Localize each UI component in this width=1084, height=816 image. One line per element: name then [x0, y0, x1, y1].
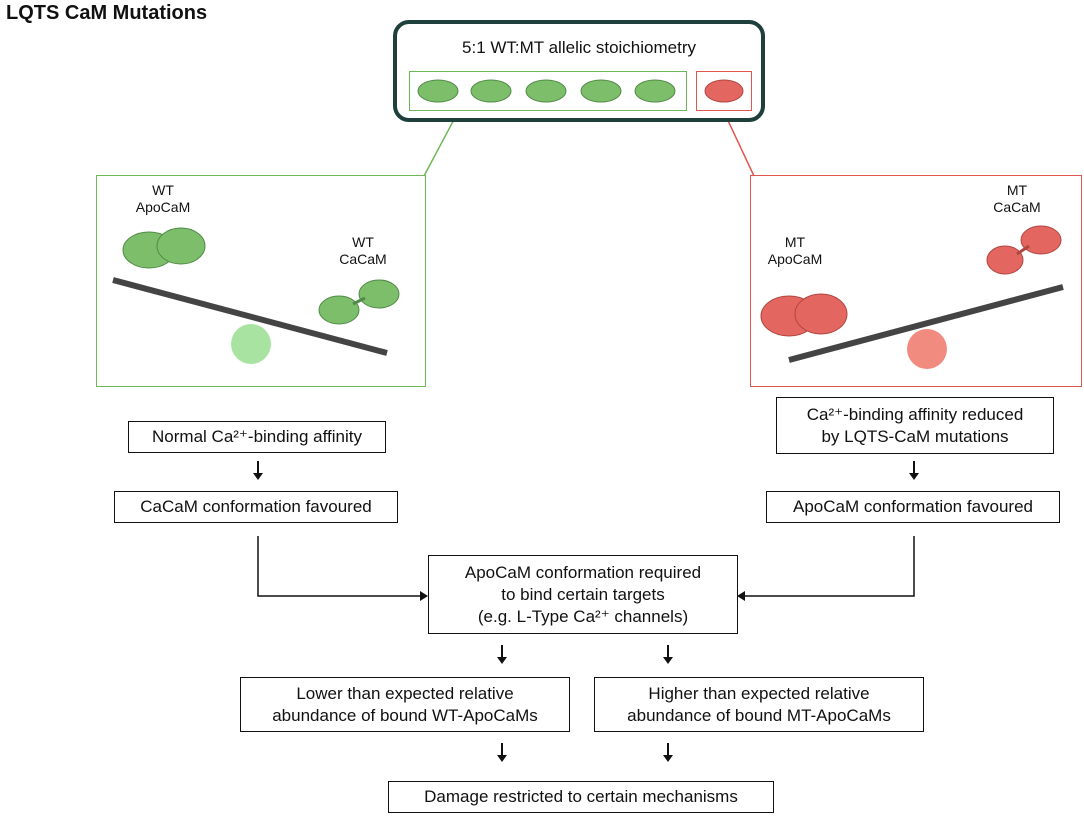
mt-allele-group: [696, 71, 752, 111]
mt-protein-icon: [704, 79, 744, 103]
wt-protein-icon: [470, 79, 512, 103]
wt-lever: [112, 277, 388, 356]
arrow-wt-affinity: [253, 461, 263, 480]
arrow-center-right: [663, 645, 673, 664]
arrow-center-left: [497, 645, 507, 664]
mt-affinity-box: Ca²⁺-binding affinity reduced by LQTS-Ca…: [776, 397, 1054, 454]
stoichiometry-box: 5:1 WT:MT allelic stoichiometry: [393, 20, 765, 122]
wt-apocam-label: WT ApoCaM: [135, 182, 191, 215]
mt-conformation-box: ApoCaM conformation favoured: [766, 491, 1060, 523]
wt-cacam-protein: [318, 279, 400, 325]
wt-cacam-label: WT CaCaM: [339, 234, 387, 267]
page-title: LQTS CaM Mutations: [6, 2, 208, 24]
wt-seesaw: [112, 227, 400, 364]
arrow-mt-affinity: [909, 461, 919, 480]
higher-abundance-box: Higher than expected relative abundance …: [594, 677, 924, 732]
arrow-higher: [663, 743, 673, 762]
wt-protein-icon: [580, 79, 622, 103]
wt-protein-icon: [417, 79, 459, 103]
wt-apocam-protein: [122, 227, 206, 269]
mt-affinity-text: Ca²⁺-binding affinity reduced by LQTS-Ca…: [806, 404, 1024, 446]
wt-affinity-text: Normal Ca²⁺-binding affinity: [152, 427, 362, 446]
mt-apocam-protein: [760, 293, 848, 337]
mt-lever: [788, 284, 1064, 363]
mt-pivot: [907, 329, 947, 369]
lower-abundance-box: Lower than expected relative abundance o…: [240, 677, 570, 732]
center-requirement-box: ApoCaM conformation required to bind cer…: [428, 555, 738, 634]
damage-box: Damage restricted to certain mechanisms: [388, 781, 774, 813]
stoichiometry-label: 5:1 WT:MT allelic stoichiometry: [462, 38, 696, 57]
wt-affinity-box: Normal Ca²⁺-binding affinity: [128, 421, 386, 453]
mt-cacam-protein: [986, 225, 1062, 275]
mt-cacam-label: MT CaCaM: [993, 182, 1041, 215]
wt-conformation-box: CaCaM conformation favoured: [114, 491, 398, 523]
wt-pivot: [231, 324, 271, 364]
wt-protein-row: [417, 79, 676, 103]
wt-conformation-text: CaCaM conformation favoured: [140, 497, 372, 516]
mt-protein-row: [704, 79, 744, 103]
wt-protein-icon: [525, 79, 567, 103]
center-requirement-text: ApoCaM conformation required to bind cer…: [464, 562, 702, 626]
higher-abundance-text: Higher than expected relative abundance …: [627, 683, 891, 725]
wt-panel: WT ApoCaM WT CaCaM: [96, 175, 426, 387]
mt-panel: MT CaCaM MT ApoCaM: [750, 175, 1082, 387]
wt-allele-group: [409, 71, 687, 111]
damage-text: Damage restricted to certain mechanisms: [424, 787, 738, 806]
mt-apocam-label: MT ApoCaM: [767, 234, 823, 267]
mt-seesaw: [760, 225, 1064, 369]
wt-protein-icon: [634, 79, 676, 103]
lower-abundance-text: Lower than expected relative abundance o…: [272, 683, 538, 725]
mt-conformation-text: ApoCaM conformation favoured: [792, 497, 1034, 516]
arrow-lower: [497, 743, 507, 762]
